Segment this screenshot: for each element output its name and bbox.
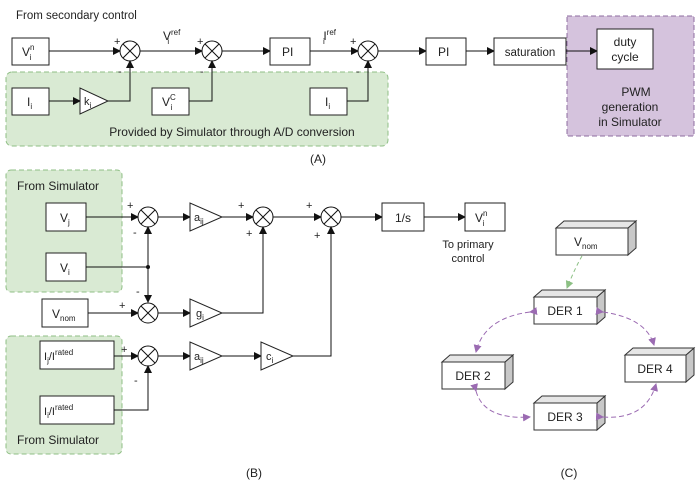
- svg-text:Vni: Vni: [475, 209, 487, 228]
- svg-text:+: +: [246, 228, 252, 240]
- der-2-block: DER 2: [440, 353, 515, 391]
- svg-text:ci: ci: [266, 351, 274, 365]
- svg-text:+: +: [121, 344, 127, 356]
- vref-symbol: V: [163, 29, 171, 43]
- svg-text:generation: generation: [602, 100, 659, 114]
- svg-text:Vni: Vni: [22, 43, 34, 62]
- svg-text:Vi: Vi: [60, 261, 70, 277]
- svg-text:saturation: saturation: [505, 47, 556, 59]
- ci-gain: [260, 341, 295, 371]
- simulator-ad-caption: Provided by Simulator through A/D conver…: [109, 125, 354, 139]
- svg-text:aij: aij: [194, 212, 204, 226]
- svg-text:aij: aij: [194, 351, 204, 365]
- svg-text:+: +: [119, 300, 125, 312]
- svg-text:PI: PI: [438, 45, 449, 59]
- svg-text:control: control: [451, 253, 484, 265]
- link-der3-der4: [595, 383, 658, 421]
- vj-block: [45, 202, 87, 232]
- aij-gain-top: [189, 202, 224, 232]
- svg-text:+: +: [306, 200, 312, 212]
- svg-text:-: -: [134, 375, 138, 387]
- minus-sign: -: [118, 66, 122, 78]
- plus-sign: +: [114, 36, 120, 48]
- ij-ratio-block: [39, 340, 115, 370]
- simulator-ad-region: [5, 71, 389, 147]
- plus-sign: +: [197, 36, 203, 48]
- svg-text:DER 3: DER 3: [547, 410, 583, 424]
- svg-text:+: +: [314, 230, 320, 242]
- ki-gain: [79, 87, 110, 115]
- iref-symbol: I: [323, 29, 326, 43]
- svg-text:DER 2: DER 2: [455, 369, 491, 383]
- duty-cycle-block: [596, 28, 654, 70]
- ii-right-block: [309, 87, 348, 116]
- svg-text:Vnom: Vnom: [574, 235, 598, 251]
- svg-text:1/s: 1/s: [395, 211, 411, 225]
- svg-text:Ii: Ii: [325, 95, 330, 111]
- panel-c: Vnom DER 1 DER 2 DER 4 DER: [440, 219, 696, 480]
- svg-text:VCi: VCi: [162, 93, 176, 112]
- svg-text:From Simulator: From Simulator: [17, 179, 99, 193]
- gi-gain: [189, 298, 224, 328]
- svg-text:+: +: [238, 200, 244, 212]
- svg-text:From Simulator: From Simulator: [17, 433, 99, 447]
- svg-text:-: -: [136, 286, 140, 298]
- aij-gain-bottom: [189, 341, 224, 371]
- link-der1-der2: [473, 307, 538, 353]
- svg-text:Vj: Vj: [60, 211, 70, 227]
- saturation-block: [493, 37, 567, 66]
- svg-text:PWM: PWM: [621, 85, 650, 99]
- plus-sign: +: [350, 36, 356, 48]
- svg-text:duty: duty: [614, 35, 637, 49]
- svg-text:DER 4: DER 4: [637, 362, 673, 376]
- panel-c-caption: (C): [561, 466, 578, 480]
- minus-sign: -: [200, 66, 204, 78]
- svg-text:Vnom: Vnom: [52, 307, 76, 323]
- vi-block: [45, 252, 87, 282]
- panel-a-caption: (A): [310, 152, 326, 166]
- svg-text:cycle: cycle: [611, 50, 639, 64]
- der-4-block: DER 4: [623, 346, 696, 384]
- pi-controller-2: [425, 37, 467, 66]
- panel-b: From Simulator From Simulator Vj + - Vi …: [5, 169, 506, 480]
- der-3-block: DER 3: [532, 394, 607, 432]
- svg-text:+: +: [127, 200, 133, 212]
- vin-output-block: [464, 202, 506, 232]
- link-der1-der4: [595, 307, 656, 346]
- svg-text:Ii: Ii: [27, 95, 32, 111]
- minus-sign: -: [356, 66, 360, 78]
- svg-text:Ij/Irated: Ij/Irated: [44, 348, 73, 365]
- svg-text:gi: gi: [196, 308, 204, 322]
- vnom-3d-block: Vnom: [554, 219, 638, 257]
- to-primary-label: To primary: [442, 239, 494, 251]
- vin-symbol: V: [22, 45, 30, 59]
- svg-text:DER 1: DER 1: [547, 304, 583, 318]
- secondary-control-label: From secondary control: [16, 10, 137, 22]
- svg-text:-: -: [133, 227, 137, 239]
- panel-b-caption: (B): [246, 466, 262, 480]
- svg-text:in Simulator: in Simulator: [598, 115, 661, 129]
- svg-text:ki: ki: [84, 96, 92, 110]
- svg-text:PI: PI: [282, 45, 293, 59]
- der-1-block: DER 1: [532, 288, 607, 326]
- svg-text:Ii/Irated: Ii/Irated: [44, 403, 73, 420]
- link-der2-der3: [470, 383, 531, 422]
